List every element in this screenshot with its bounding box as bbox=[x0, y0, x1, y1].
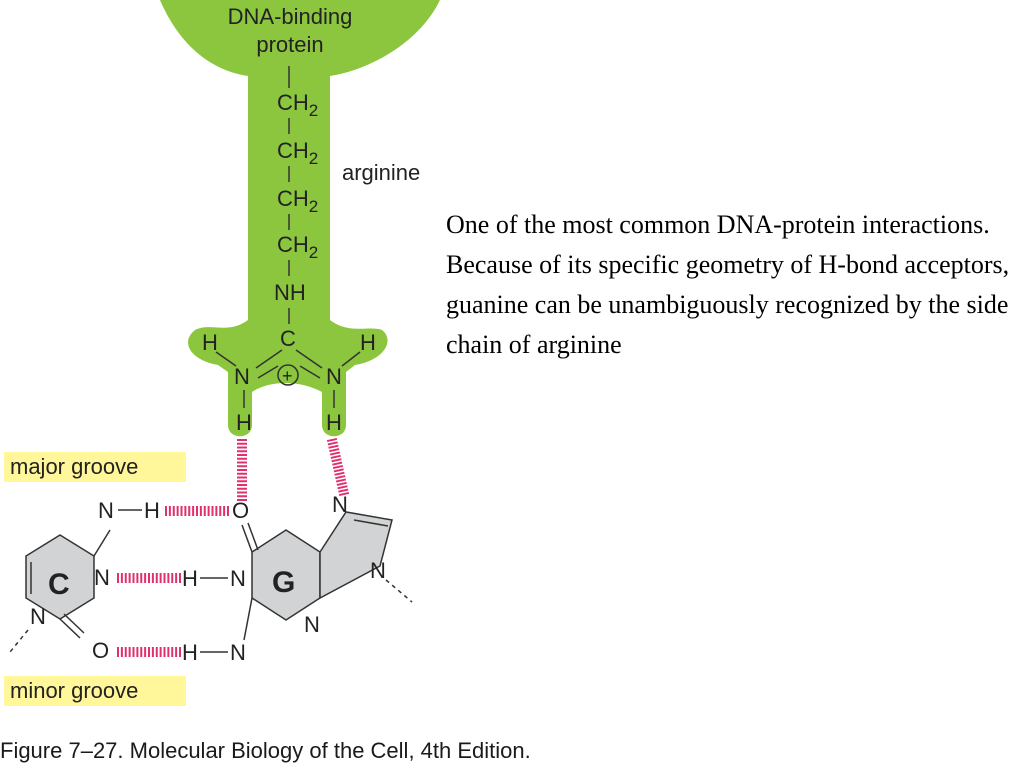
hbond-hatch bbox=[338, 488, 349, 493]
figure-caption: Figure 7–27. Molecular Biology of the Ce… bbox=[0, 738, 531, 763]
svg-text:O: O bbox=[92, 638, 109, 663]
svg-text:N: N bbox=[98, 498, 114, 523]
svg-text:C: C bbox=[48, 568, 70, 601]
svg-text:O: O bbox=[232, 498, 249, 523]
major-groove-highlight bbox=[4, 452, 186, 482]
svg-text:G: G bbox=[272, 566, 295, 599]
svg-text:CH2: CH2 bbox=[277, 90, 318, 120]
protein-shape bbox=[160, 0, 440, 437]
arginine-label: arginine bbox=[342, 160, 420, 185]
guanine-base: G O N N N N N H H bbox=[182, 492, 413, 665]
svg-text:H: H bbox=[236, 410, 252, 435]
hbond-hatch bbox=[335, 475, 346, 480]
svg-text:N: N bbox=[370, 558, 386, 583]
protein-label-line2: protein bbox=[256, 32, 323, 57]
svg-text:+: + bbox=[282, 366, 293, 386]
hbond-hatch bbox=[337, 485, 348, 490]
svg-text:H: H bbox=[144, 498, 160, 523]
svg-text:N: N bbox=[234, 364, 250, 389]
hbond-hatch bbox=[332, 464, 344, 470]
svg-text:CH2: CH2 bbox=[277, 186, 318, 216]
hbond-hatch bbox=[333, 468, 344, 473]
svg-text:H: H bbox=[202, 330, 218, 355]
hbond-hatch bbox=[335, 478, 347, 483]
svg-text:NH: NH bbox=[274, 280, 306, 305]
hbond-hatch bbox=[336, 481, 347, 486]
svg-text:H: H bbox=[326, 410, 342, 435]
hbond-hatch bbox=[329, 451, 341, 456]
cytosine-base: C N H N O N bbox=[9, 498, 160, 663]
hbond-hatch bbox=[328, 444, 339, 449]
svg-text:H: H bbox=[182, 640, 198, 665]
hydrogen-bonds bbox=[117, 437, 350, 657]
hbond-hatch bbox=[329, 448, 340, 453]
hbond-hatch bbox=[334, 471, 345, 476]
svg-text:N: N bbox=[94, 565, 110, 590]
protein-body bbox=[160, 0, 440, 437]
svg-text:CH2: CH2 bbox=[277, 232, 318, 262]
svg-text:N: N bbox=[30, 604, 46, 629]
minor-groove-highlight bbox=[4, 676, 186, 706]
svg-text:N: N bbox=[304, 612, 320, 637]
minor-groove-label: minor groove bbox=[10, 678, 138, 703]
description-text: One of the most common DNA-protein inter… bbox=[446, 210, 1010, 359]
svg-text:N: N bbox=[332, 492, 348, 517]
svg-text:C: C bbox=[280, 326, 296, 351]
svg-text:N: N bbox=[326, 364, 342, 389]
svg-text:H: H bbox=[360, 330, 376, 355]
hbond-hatch bbox=[326, 437, 338, 443]
major-groove-label: major groove bbox=[10, 454, 138, 479]
svg-text:N: N bbox=[230, 640, 246, 665]
hbond-hatch bbox=[330, 454, 341, 459]
protein-label-line1: DNA-binding bbox=[228, 4, 353, 29]
arginine-side-chain: CH2 CH2 CH2 CH2 NH C + N N H H H H bbox=[202, 66, 376, 435]
svg-text:N: N bbox=[230, 566, 246, 591]
hbond-hatch bbox=[327, 441, 338, 446]
hbond-hatch bbox=[331, 458, 342, 463]
svg-text:CH2: CH2 bbox=[277, 138, 318, 168]
hbond-hatch bbox=[332, 461, 343, 466]
svg-text:H: H bbox=[182, 566, 198, 591]
hbond-hatch bbox=[338, 491, 350, 497]
